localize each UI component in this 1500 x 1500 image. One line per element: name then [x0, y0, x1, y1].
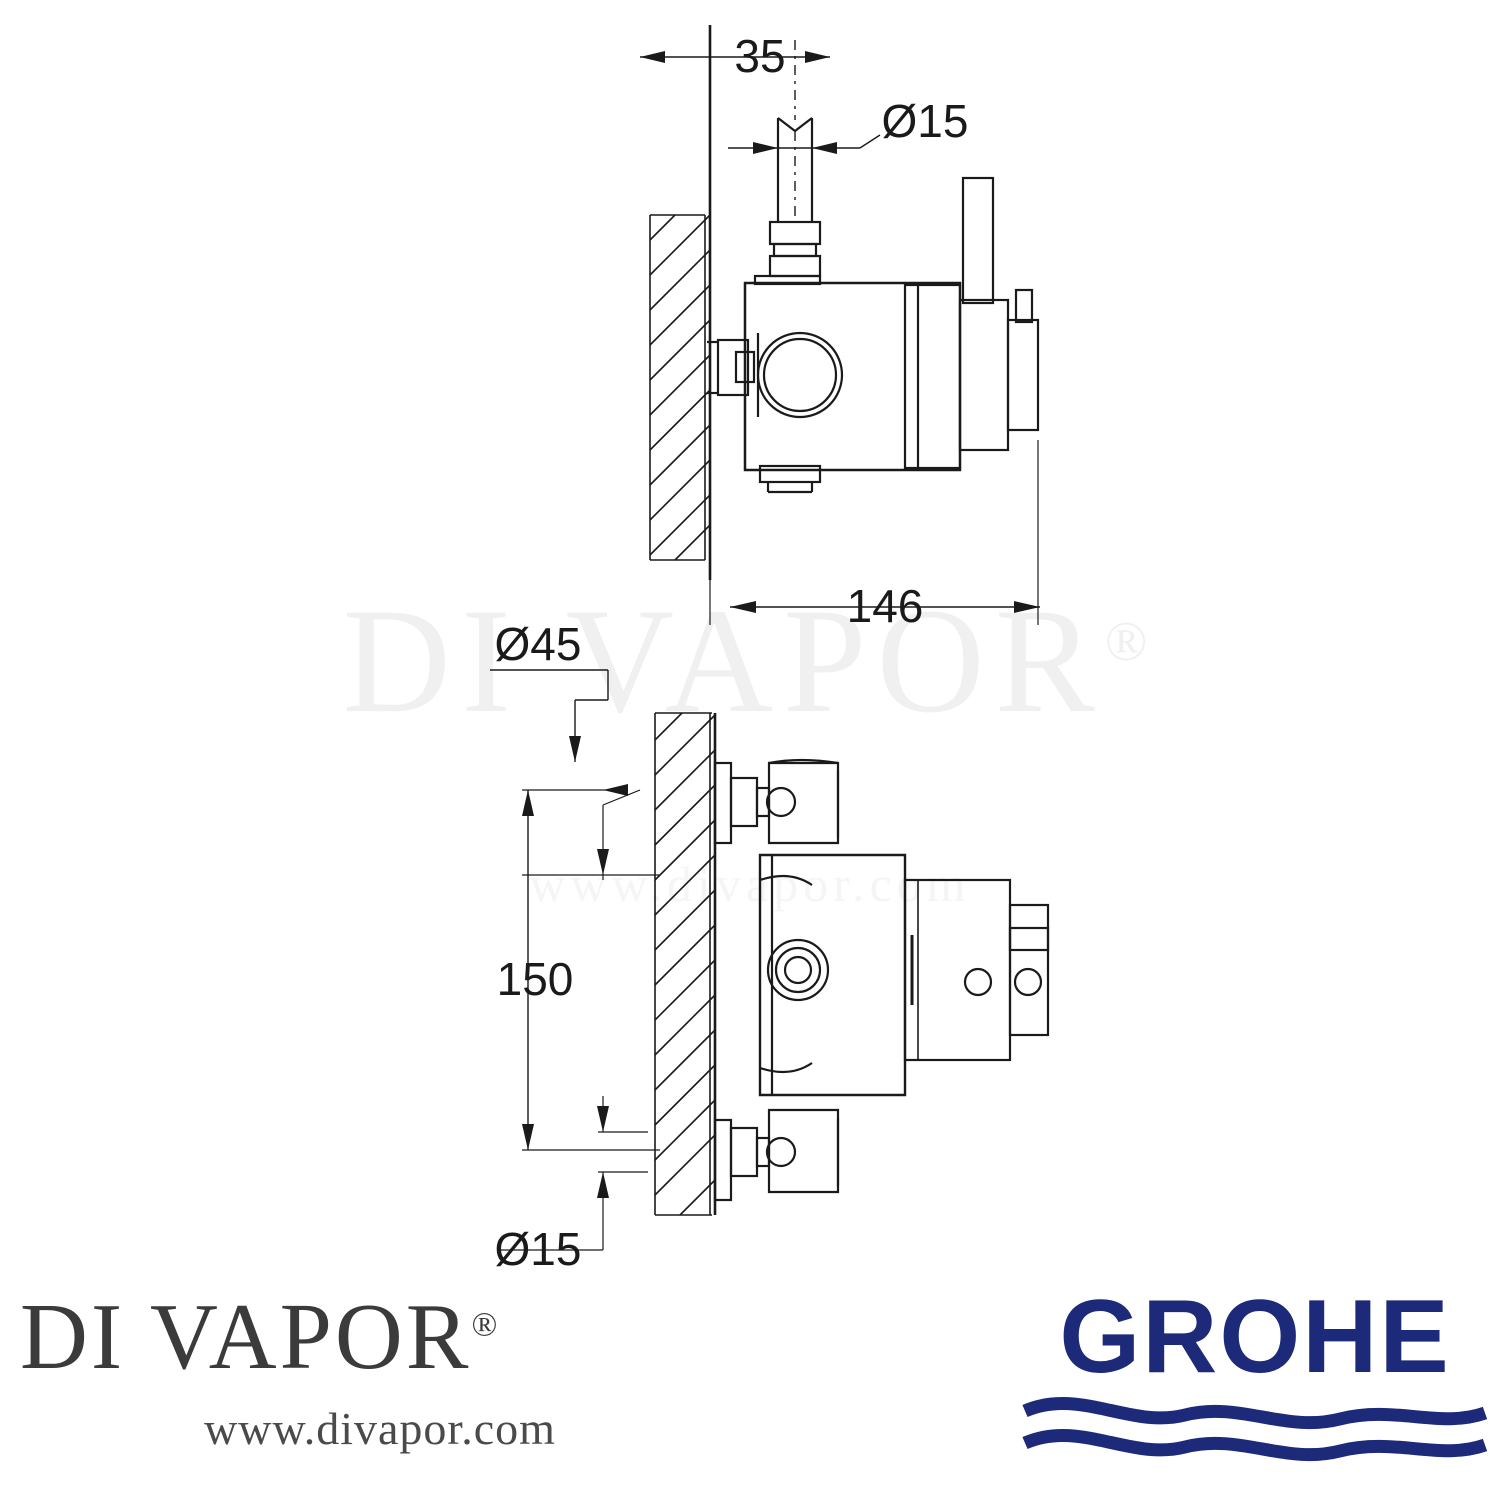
wall-hatch-top	[649, 214, 711, 561]
cartridge-body-bottom	[903, 878, 1012, 1062]
valve-body-bottom	[758, 853, 907, 1097]
dimension-diameter-45	[490, 669, 660, 880]
divapor-logo: DI VAPOR® www.divapor.com	[20, 1290, 760, 1480]
divapor-logo-name: DI VAPOR®	[20, 1290, 760, 1384]
wall-hatch-bottom	[654, 712, 716, 1216]
lower-outlet-top	[758, 464, 822, 484]
end-cap-bottom	[1008, 903, 1050, 1037]
grohe-wave-icon	[1022, 1396, 1488, 1462]
screw-hole-2	[1013, 967, 1043, 997]
coupling-nut-2	[768, 254, 822, 278]
escutcheon-bottom-inlet	[713, 1118, 733, 1202]
dimension-150	[522, 790, 660, 1151]
divapor-registered-icon: ®	[471, 1306, 501, 1344]
control-circle-top	[756, 331, 844, 419]
watermark-registered-icon: ®	[1104, 611, 1158, 673]
grohe-logo: GROHE	[1020, 1285, 1490, 1475]
cartridge-body-top	[903, 283, 962, 470]
dimension-diameter-15-bottom	[500, 1096, 648, 1251]
screw-hole-1	[963, 967, 993, 997]
drawing-svg: 35 Ø15 146 Ø45 150 Ø15	[490, 25, 1050, 1275]
divapor-logo-url: www.divapor.com	[204, 1403, 556, 1454]
label-dimension-diameter-45: Ø45	[495, 618, 582, 670]
label-dimension-146: 146	[847, 580, 924, 632]
dimension-35	[640, 25, 830, 120]
dimension-diameter-15-top	[728, 134, 881, 154]
inlet-assembly-upper	[729, 758, 840, 845]
inlet-assembly-lower	[729, 1108, 840, 1194]
label-dimension-diameter-15-bottom: Ø15	[495, 1223, 582, 1275]
label-dimension-35: 35	[734, 30, 785, 82]
outlet-circle-bottom	[766, 938, 830, 1002]
end-cap-top	[958, 298, 1010, 452]
grohe-logo-text: GROHE	[1059, 1279, 1451, 1395]
label-dimension-diameter-15-top: Ø15	[882, 95, 969, 147]
outer-cap-top	[1006, 318, 1040, 432]
dimension-146	[709, 440, 1040, 625]
escutcheon-top-inlet	[713, 761, 733, 845]
label-dimension-150: 150	[497, 953, 574, 1005]
watermark-brand-text: DI VAPOR	[342, 578, 1105, 744]
wall-flange-top	[716, 338, 750, 397]
watermark-brand: DI VAPOR®	[0, 575, 1500, 747]
lever-handle-top	[961, 176, 995, 305]
coupling-nut-1	[768, 220, 822, 246]
divapor-logo-text: DI VAPOR	[20, 1285, 472, 1389]
valve-body-top	[743, 281, 962, 472]
small-nub-top	[1014, 288, 1034, 324]
